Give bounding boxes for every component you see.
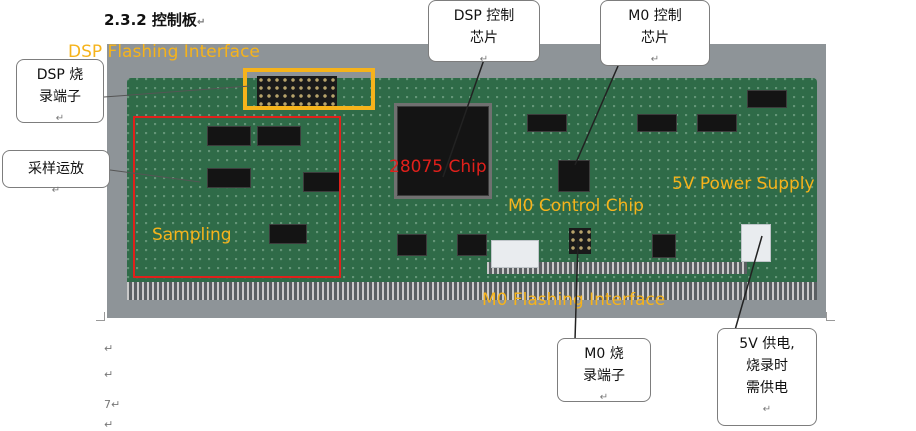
sampling-highlight-box bbox=[133, 116, 341, 278]
callout-line: 采样运放↵ bbox=[28, 161, 84, 196]
callout-line: 录端子↵ bbox=[39, 89, 81, 124]
callout-dsp-flash-port: DSP 烧 录端子↵ bbox=[16, 59, 104, 124]
callout-line: 芯片↵ bbox=[470, 30, 498, 65]
callout-line: 需供电↵ bbox=[746, 380, 788, 415]
pin-header-mid bbox=[487, 262, 747, 274]
paragraph-mark: ↵ bbox=[104, 368, 114, 381]
leader-m0-port bbox=[574, 239, 579, 341]
paragraph-mark: ↵ bbox=[104, 342, 114, 355]
callout-5v-power: 5V 供电, 烧录时 需供电↵ bbox=[717, 328, 817, 426]
ic-8 bbox=[697, 114, 737, 132]
callout-line: M0 控制 bbox=[628, 8, 682, 24]
overlay-sampling: Sampling bbox=[152, 225, 232, 245]
ic-3 bbox=[207, 168, 251, 188]
ic-6 bbox=[527, 114, 567, 132]
ic-9 bbox=[747, 90, 787, 108]
ic-12 bbox=[652, 234, 676, 258]
callout-line: 芯片↵ bbox=[641, 30, 669, 65]
callout-m0-flash-port: M0 烧 录端子↵ bbox=[557, 338, 651, 403]
section-heading-text: 2.3.2 控制板 bbox=[104, 11, 197, 29]
chip-28075 bbox=[397, 106, 489, 196]
ic-11 bbox=[457, 234, 487, 256]
overlay-5v-power: 5V Power Supply bbox=[672, 174, 815, 194]
callout-line: 烧录时 bbox=[746, 358, 788, 374]
callout-line: DSP 烧 bbox=[36, 67, 84, 83]
paragraph-mark: ↵ bbox=[196, 17, 206, 28]
ic-10 bbox=[397, 234, 427, 256]
ic-2 bbox=[257, 126, 301, 146]
overlay-28075-chip: 28075 Chip bbox=[389, 157, 487, 177]
ic-7 bbox=[637, 114, 677, 132]
callout-line: 录端子↵ bbox=[583, 368, 625, 403]
callout-line: DSP 控制 bbox=[453, 8, 515, 24]
section-heading: 2.3.2 控制板↵ bbox=[104, 9, 205, 30]
ic-5 bbox=[269, 224, 307, 244]
overlay-m0-flashing: M0 Flashing Interface bbox=[482, 290, 666, 310]
callout-m0-chip: M0 控制 芯片↵ bbox=[600, 0, 710, 66]
paragraph-mark-7: 7↵ bbox=[104, 398, 121, 411]
leader-5v bbox=[734, 235, 763, 331]
chip-m0 bbox=[558, 160, 590, 192]
corner-mark bbox=[826, 312, 835, 321]
leader-m0-chip bbox=[574, 65, 619, 166]
paragraph-mark: ↵ bbox=[104, 418, 114, 431]
overlay-m0-control: M0 Control Chip bbox=[508, 196, 644, 216]
corner-mark bbox=[96, 312, 105, 321]
leader-sampling bbox=[109, 169, 201, 183]
callout-line: M0 烧 bbox=[584, 346, 624, 362]
callout-line: 5V 供电, bbox=[739, 336, 795, 352]
leader-dsp-port bbox=[103, 85, 251, 98]
pin-header-bottom bbox=[127, 282, 817, 300]
callout-sampling-amp: 采样运放↵ bbox=[2, 150, 110, 196]
ic-1 bbox=[207, 126, 251, 146]
board-photo bbox=[107, 44, 826, 318]
power-connector bbox=[741, 224, 771, 262]
dsp-flash-highlight-box bbox=[243, 68, 375, 110]
m0-flash-header bbox=[569, 228, 591, 254]
callout-dsp-chip: DSP 控制 芯片↵ bbox=[428, 0, 540, 65]
white-connector bbox=[491, 240, 539, 268]
overlay-dsp-flashing: DSP Flashing Interface bbox=[68, 42, 260, 62]
leader-dsp-chip bbox=[442, 50, 488, 178]
dsp-flash-header bbox=[257, 76, 337, 106]
